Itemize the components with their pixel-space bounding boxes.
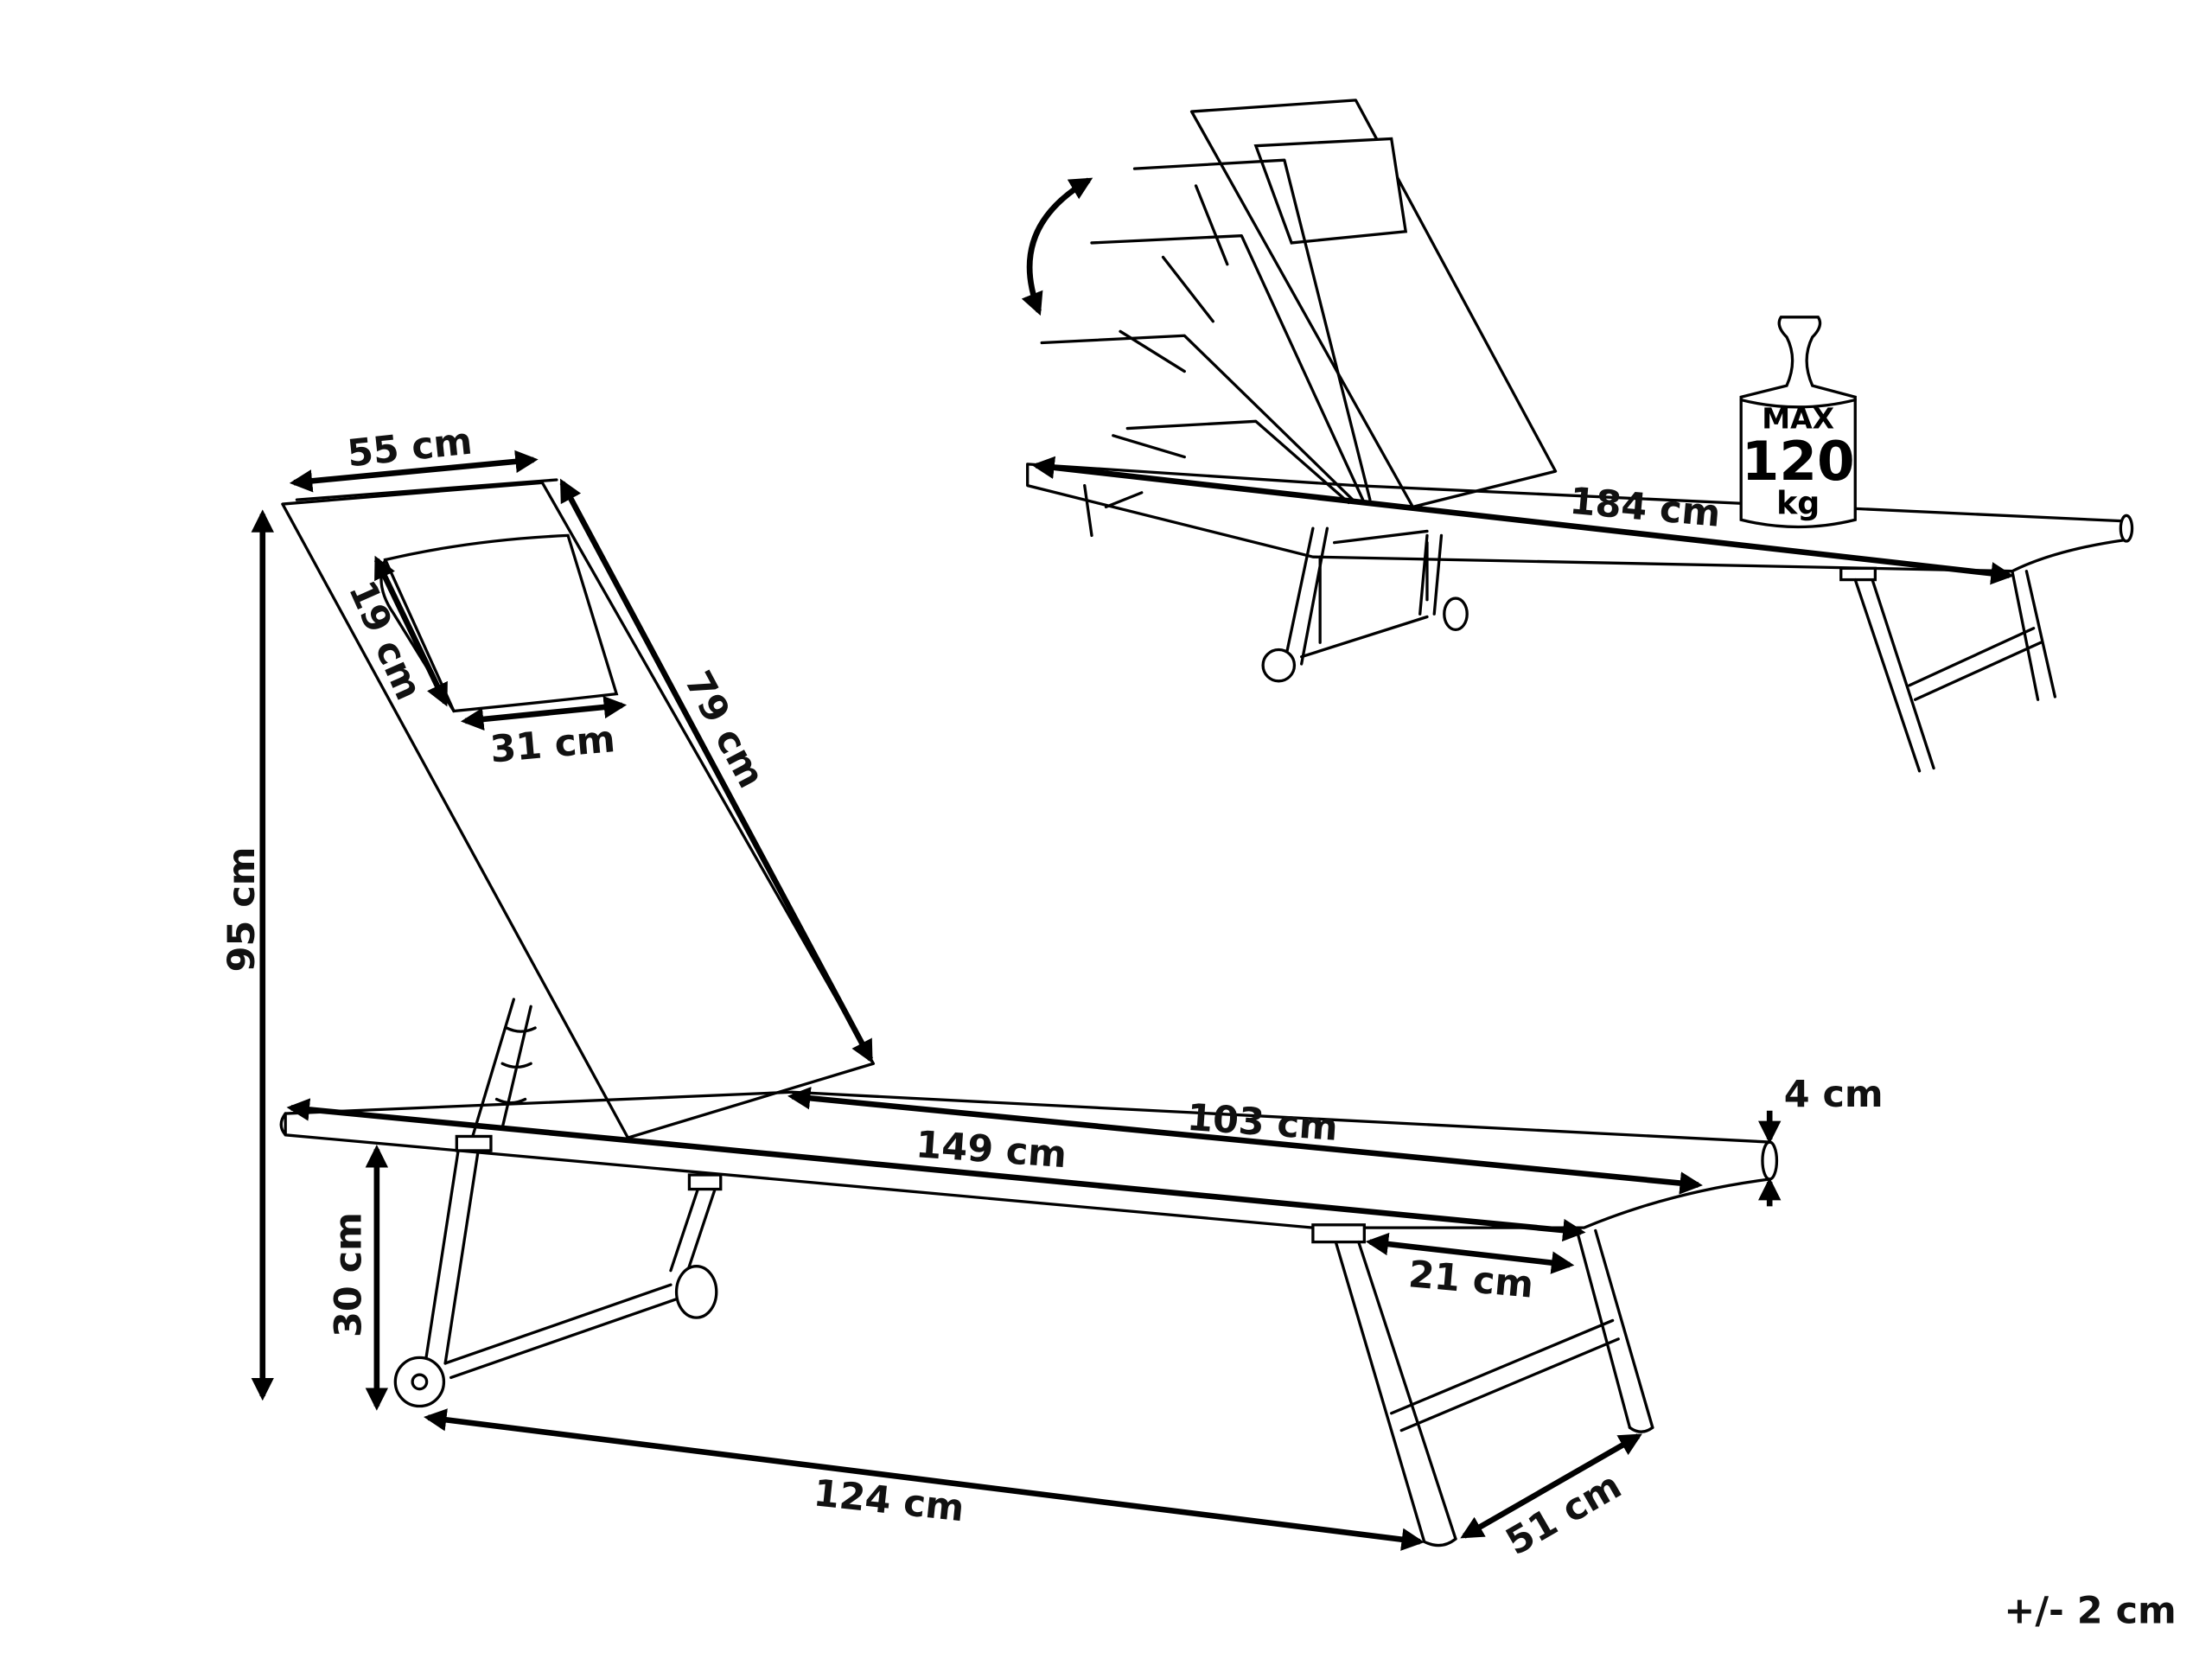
max-load-line1: MAX: [1762, 402, 1834, 436]
recline-positions-drawing: [1021, 99, 2134, 773]
max-load-weight-icon: MAX 120 kg: [1739, 316, 1857, 529]
frame-thickness-label: 4 cm: [1784, 1073, 1884, 1116]
seat-height-label: 30 cm: [328, 1212, 371, 1337]
max-load-unit: kg: [1776, 485, 1820, 522]
tolerance-label: +/- 2 cm: [2004, 1589, 2176, 1632]
seat-length-label: 103 cm: [1186, 1096, 1340, 1150]
main-lounger-drawing: [279, 478, 1779, 1547]
dimension-arrows: [251, 450, 2014, 1551]
leg-offset-label: 21 cm: [1406, 1253, 1535, 1306]
total-height-label: 95 cm: [220, 847, 264, 973]
backrest-length-label: 79 cm: [676, 664, 773, 794]
frame-length-label: 149 cm: [915, 1123, 1068, 1177]
max-load-value: 120: [1742, 430, 1855, 493]
pillow-width-label: 31 cm: [488, 718, 617, 771]
